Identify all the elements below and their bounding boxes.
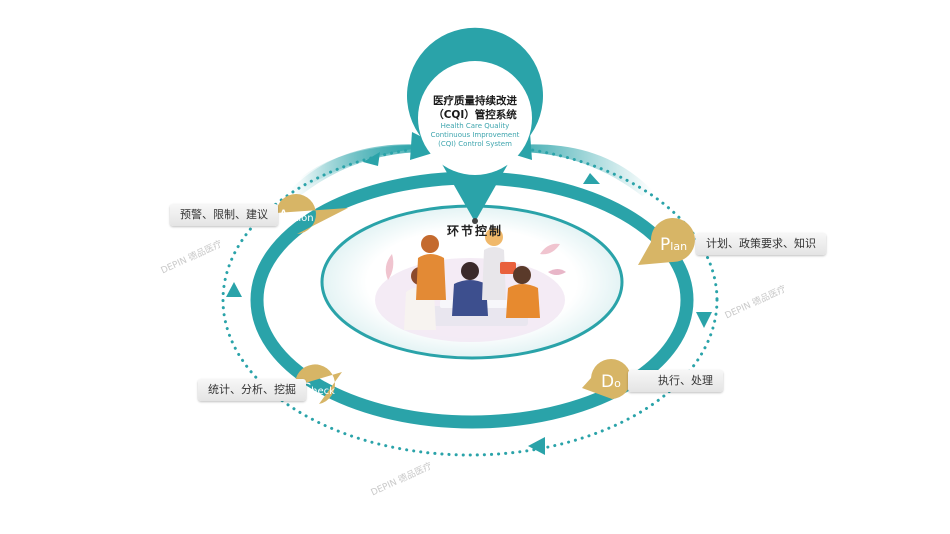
dotted-arrow-right (696, 312, 712, 328)
do-badge-label: Do (601, 372, 621, 392)
plan-description: 计划、政策要求、知识 (696, 233, 826, 255)
check-description: 统计、分析、挖掘 (198, 379, 306, 401)
action-badge-shape (276, 194, 348, 234)
action-initial: A (278, 206, 289, 225)
hub-en-line1: Health Care Quality (440, 122, 510, 130)
hub-title-line1: 医疗质量持续改进 (433, 95, 517, 107)
center-title: 环节控制 (446, 224, 503, 238)
action-rest: ction (289, 213, 314, 224)
action-description: 预警、限制、建议 (170, 204, 278, 226)
dotted-arrow-left (226, 282, 242, 297)
do-rest: o (614, 377, 621, 390)
action-badge-label: Action (278, 206, 314, 225)
hub-title: 医疗质量持续改进 （CQI）管控系统 (418, 94, 532, 122)
do-description: 执行、处理 (628, 370, 723, 392)
hub-subtitle-en: Health Care Quality Continuous Improveme… (418, 122, 532, 149)
do-badge-shape (582, 359, 631, 399)
hub-en-line2: Continuous Improvement (430, 131, 520, 139)
dotted-arrow-top (363, 152, 380, 166)
dotted-arrow-bottom (528, 437, 545, 455)
plan-initial: P (660, 235, 670, 255)
hub-face (418, 61, 532, 175)
hub-en-line3: (CQI) Control System (438, 140, 512, 148)
check-badge-shape (294, 364, 342, 404)
dotted-arrow-top-right (583, 173, 600, 184)
check-rest: heck (311, 386, 335, 397)
hub-title-line2: （CQI）管控系统 (433, 109, 517, 121)
team-illustration (375, 228, 566, 342)
hub-pin-dot (472, 218, 478, 224)
do-initial: D (601, 372, 614, 392)
plan-badge-shape (638, 218, 695, 265)
plan-rest: lan (670, 240, 687, 253)
plan-badge-label: Plan (660, 235, 687, 255)
